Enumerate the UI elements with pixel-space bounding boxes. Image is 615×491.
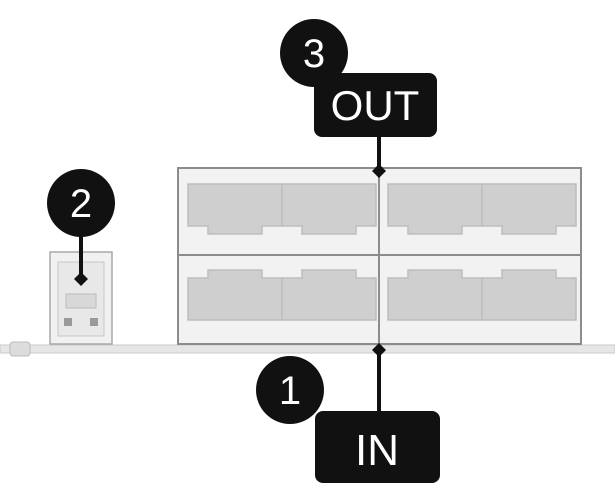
in-connector-line [372,343,386,414]
callout-number-3: 3 [303,32,325,76]
rj45-jack [481,269,577,321]
callout-number-1: 1 [279,369,301,413]
rj45-jack [481,183,577,235]
rj45-jack [187,269,283,321]
rj45-jack [387,183,483,235]
out-label-box: OUT [314,73,437,137]
out-label: OUT [331,82,420,129]
callout-badge-3: 3 [280,19,348,87]
callout-badge-2: 2 [47,169,115,237]
rj45-jack [281,269,377,321]
rj45-jack [187,183,283,235]
rj45-jack [281,183,377,235]
patch-panel [177,167,582,345]
in-label: IN [355,426,399,475]
rj45-jack [387,269,483,321]
callout-number-2: 2 [70,182,92,226]
in-label-box: IN [315,411,440,483]
callout-badge-1: 1 [256,356,324,424]
out-connector-line [372,132,386,178]
